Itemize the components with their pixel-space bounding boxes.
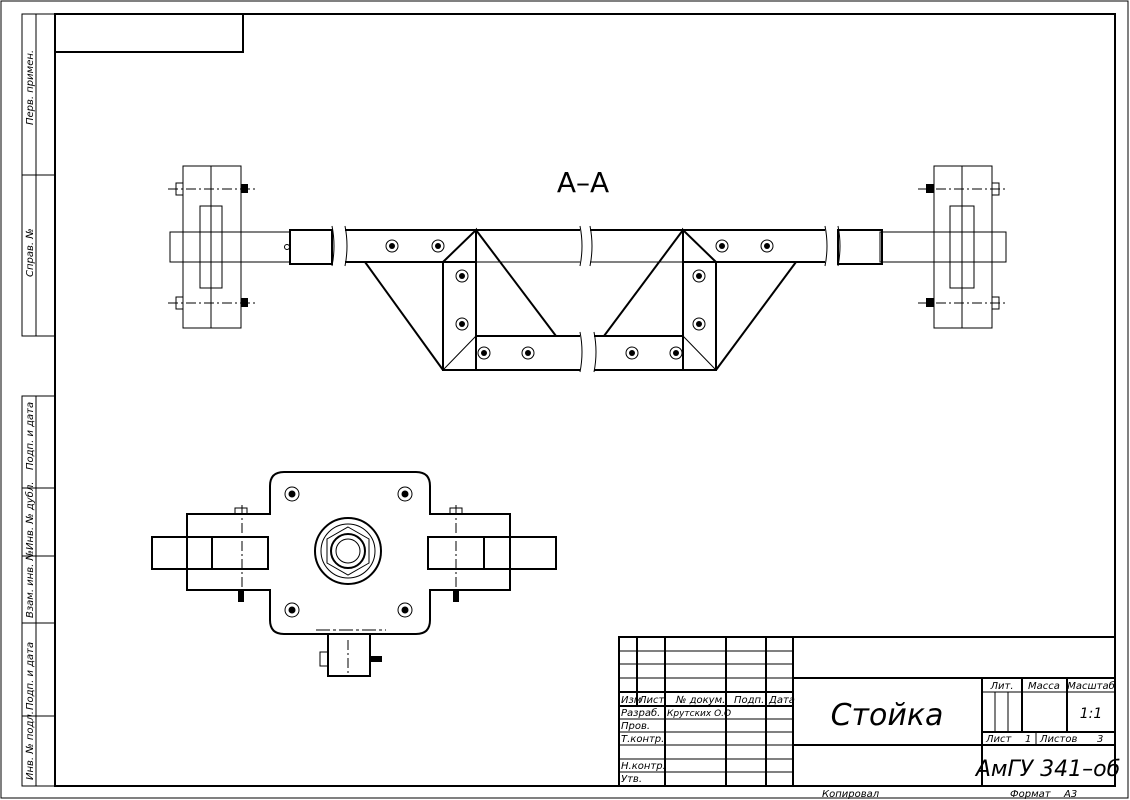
plate-bolts	[284, 486, 413, 618]
hdr-data: Дата	[768, 695, 795, 706]
hdr-doc: № докум.	[675, 695, 725, 706]
scale-value: 1:1	[1080, 706, 1103, 722]
hdr-izm: Изм	[621, 695, 642, 706]
lit-label: Лит.	[989, 681, 1013, 692]
sheet-label: Лист	[985, 734, 1013, 745]
bolt	[669, 346, 683, 360]
role-razrab: Разраб.	[621, 707, 660, 719]
bolt	[397, 486, 413, 502]
lower-mount	[327, 633, 371, 677]
format-value: А3	[1063, 789, 1077, 800]
role-nkontr: Н.контр.	[621, 761, 666, 772]
side-label-inv-dubl: Инв. № дубл.	[24, 482, 36, 550]
side-label-sprav: Справ. №	[25, 228, 36, 277]
hdr-podp: Подп.	[734, 695, 764, 706]
right-tube	[483, 536, 557, 570]
bolt	[715, 239, 729, 253]
role-utv: Утв.	[621, 774, 642, 785]
side-label-vzam: Взам. инв. №	[25, 550, 36, 618]
masshtab-label: Масштаб	[1067, 680, 1115, 692]
bolt	[692, 317, 706, 331]
bolt	[431, 239, 445, 253]
copied-label: Копировал	[822, 789, 880, 800]
bolt	[625, 346, 639, 360]
bolt	[284, 602, 300, 618]
title-block	[618, 636, 1116, 787]
inner-frame	[54, 13, 1116, 787]
left-tube	[151, 536, 213, 570]
bolt	[385, 239, 399, 253]
bolt	[692, 269, 706, 283]
section-bolts	[385, 239, 774, 360]
bolt	[521, 346, 535, 360]
bolt	[397, 602, 413, 618]
left-threaded-rod	[169, 231, 291, 263]
left-margin-columns	[21, 13, 56, 787]
role-prov: Пров.	[621, 721, 650, 732]
hub	[314, 517, 382, 585]
right-tube-end	[837, 229, 883, 265]
drawing-title: Стойка	[831, 698, 944, 733]
sheets-value: 3	[1097, 734, 1103, 745]
developer-name: Крутских О.О	[667, 709, 731, 719]
left-flange	[168, 165, 258, 329]
side-label-podp-2: Подп. и дата	[25, 642, 36, 710]
left-bracket	[345, 227, 580, 371]
bolt	[760, 239, 774, 253]
bolt	[477, 346, 491, 360]
right-threaded-rod	[879, 231, 1007, 263]
right-bracket	[590, 227, 825, 371]
base-plate	[186, 471, 511, 635]
role-tkontr: Т.контр.	[621, 734, 664, 745]
left-tube-end	[289, 229, 333, 265]
bolt	[284, 486, 300, 502]
format-label: Формат	[1010, 789, 1052, 800]
designation: АмГУ 341–об	[974, 757, 1120, 782]
section-view	[168, 165, 1008, 373]
side-label-perv: Перв. примен.	[25, 50, 36, 125]
side-label-podp-1: Подп. и дата	[25, 402, 36, 470]
side-label-inv-podl: Инв. № подл.	[25, 711, 36, 780]
massa-label: Масса	[1028, 681, 1060, 692]
sheets-label: Листов	[1039, 734, 1077, 745]
section-label: А–А	[557, 166, 609, 199]
hdr-list: Лист	[638, 695, 666, 706]
top-left-box	[54, 13, 244, 53]
bolt	[455, 269, 469, 283]
sheet-value: 1	[1025, 734, 1031, 745]
right-flange	[918, 165, 1008, 329]
bolt	[455, 317, 469, 331]
plan-view	[151, 471, 557, 677]
